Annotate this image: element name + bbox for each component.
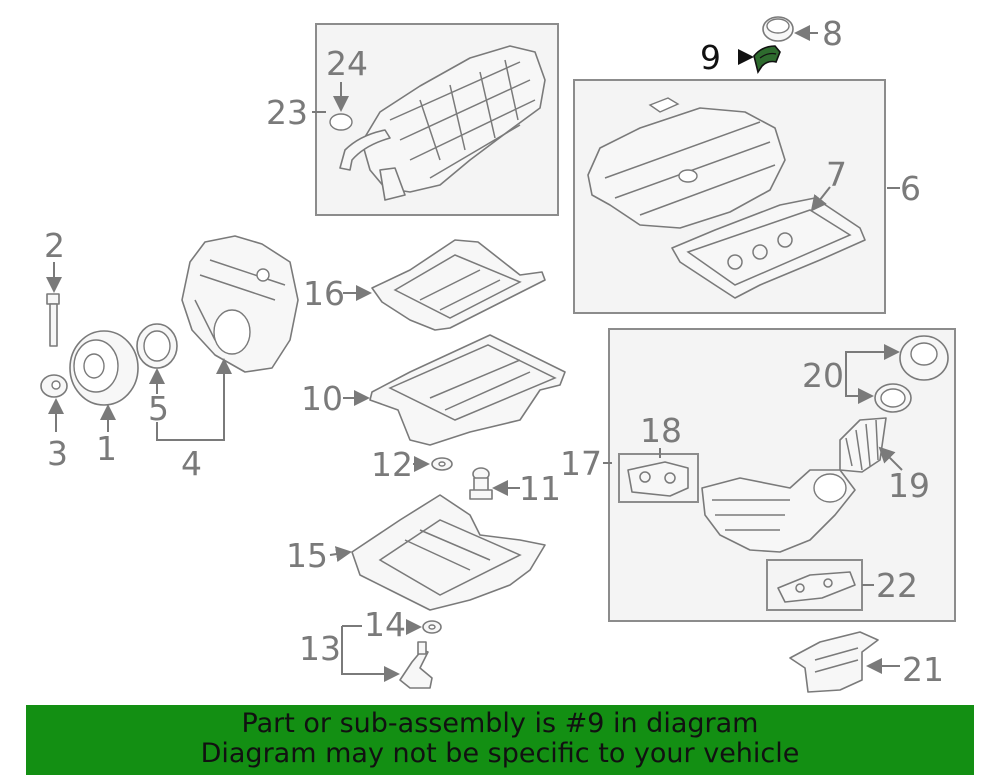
callout-22: 22 xyxy=(876,566,918,605)
timing-cover-4-part xyxy=(181,235,299,373)
valve-cover-part xyxy=(587,97,786,229)
callout-13: 13 xyxy=(299,629,341,668)
callout-3: 3 xyxy=(47,434,68,473)
bolt-2-part xyxy=(46,293,60,347)
callout-19: 19 xyxy=(888,466,930,505)
oil-pan-10-part xyxy=(369,334,566,446)
callout-17: 17 xyxy=(560,444,602,483)
callout-8: 8 xyxy=(822,14,843,53)
callout-2: 2 xyxy=(44,226,65,265)
gasket-18-part xyxy=(627,461,689,497)
callout-9: 9 xyxy=(700,38,721,77)
oil-filter-housing-17-part xyxy=(701,469,856,553)
callout-24: 24 xyxy=(326,44,368,83)
callout-10: 10 xyxy=(301,379,343,418)
valve-cover-gasket-7-part xyxy=(671,197,866,299)
callout-18: 18 xyxy=(640,411,682,450)
oil-filler-cap-8-part xyxy=(762,16,794,42)
callout-12: 12 xyxy=(371,445,413,484)
oil-pan-upper-16-part xyxy=(371,239,546,331)
highlighted-part-9 xyxy=(753,45,781,74)
callout-20: 20 xyxy=(802,356,844,395)
oil-level-sensor-13-part xyxy=(399,641,433,689)
callout-11: 11 xyxy=(519,469,561,508)
highlight-banner: Part or sub-assembly is #9 in diagram Di… xyxy=(26,705,974,775)
oil-filter-cap-20-part xyxy=(899,335,949,381)
o-ring-24-part xyxy=(329,113,353,131)
leader-lines xyxy=(46,25,903,682)
washer-14-part xyxy=(422,620,442,634)
callout-23: 23 xyxy=(266,93,308,132)
callout-7: 7 xyxy=(826,155,847,194)
callout-14: 14 xyxy=(364,605,406,644)
intake-manifold-part xyxy=(339,45,546,201)
callout-21: 21 xyxy=(902,650,944,689)
callout-5: 5 xyxy=(148,389,169,428)
callout-6: 6 xyxy=(900,169,921,208)
oil-cooler-21-part xyxy=(789,631,879,693)
callout-15: 15 xyxy=(286,536,328,575)
oil-pan-baffle-15-part xyxy=(351,494,546,611)
washer-3-part xyxy=(40,374,68,398)
pulley-1-part xyxy=(69,330,139,406)
callout-4: 4 xyxy=(181,444,202,483)
callout-16: 16 xyxy=(303,274,345,313)
seal-5-part xyxy=(136,323,178,369)
gasket-22-part xyxy=(777,571,856,603)
banner-line-2: Diagram may not be specific to your vehi… xyxy=(200,738,800,769)
banner-line-1: Part or sub-assembly is #9 in diagram xyxy=(241,708,759,739)
washer-12-part xyxy=(431,457,453,471)
drain-plug-11-part xyxy=(469,467,493,500)
callout-1: 1 xyxy=(96,429,117,468)
o-ring-20-part xyxy=(874,383,912,413)
